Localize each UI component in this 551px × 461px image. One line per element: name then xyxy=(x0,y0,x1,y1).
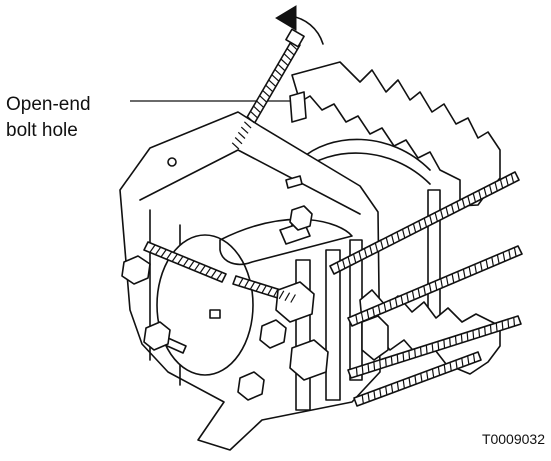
callout-line-1: Open-end xyxy=(6,92,91,118)
figure-id-label: T0009032 xyxy=(482,431,545,447)
thread-mark xyxy=(362,365,363,374)
thread-mark xyxy=(467,332,468,341)
thread-mark xyxy=(421,347,422,356)
callout-line-2: bolt hole xyxy=(6,118,91,144)
thread-mark xyxy=(380,360,381,369)
thread-mark xyxy=(386,358,387,367)
thread-mark xyxy=(508,319,509,328)
thread-mark xyxy=(356,367,357,376)
thread-mark xyxy=(426,345,427,354)
thread-mark xyxy=(397,354,398,363)
open-end-bolt-hole-callout: Open-end bolt hole xyxy=(6,92,91,144)
thread-mark xyxy=(461,334,462,343)
thread-mark xyxy=(485,326,486,335)
thread-mark xyxy=(450,337,451,346)
thread-mark xyxy=(490,324,491,333)
thread-mark xyxy=(444,339,445,348)
thread-mark xyxy=(403,352,404,361)
thread-mark xyxy=(502,321,503,330)
thread-mark xyxy=(473,330,474,339)
thread-mark xyxy=(409,351,410,360)
thread-mark xyxy=(514,317,515,326)
